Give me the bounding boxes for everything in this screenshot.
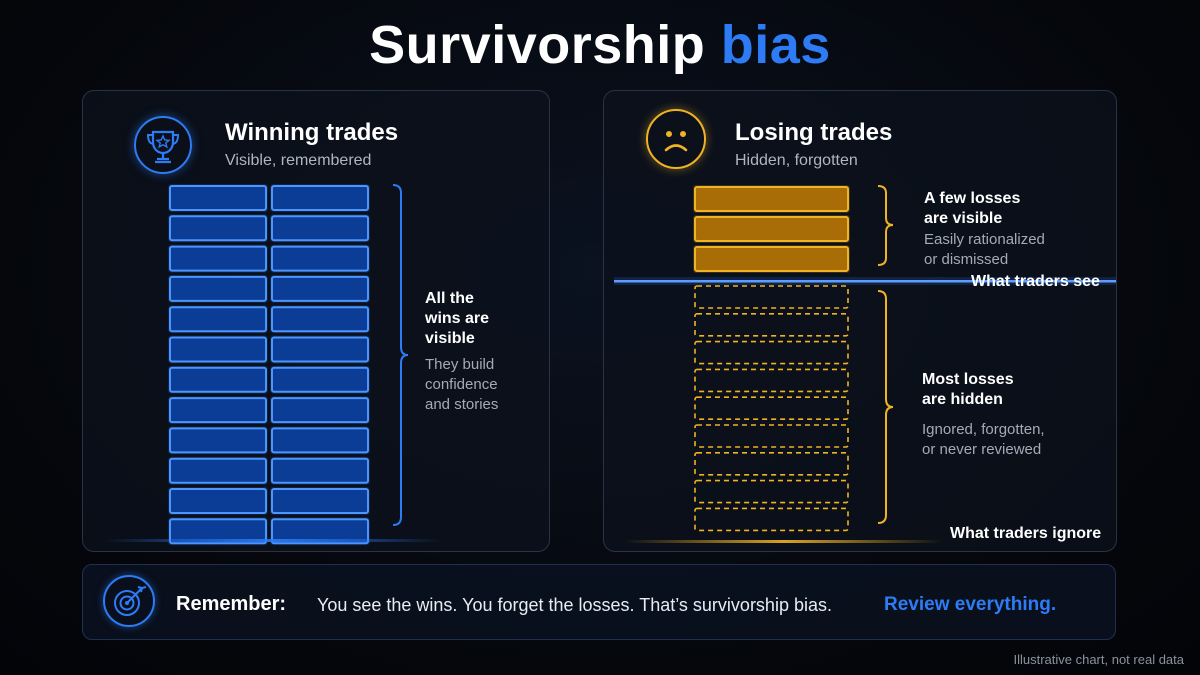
win-brick <box>169 366 267 393</box>
title-accent: bias <box>720 15 831 75</box>
visible-losses-note: A few losses are visible <box>924 190 1021 227</box>
win-brick <box>271 215 369 242</box>
win-brick <box>271 397 369 424</box>
win-brick <box>169 457 267 484</box>
visible-loss-brick <box>694 216 849 242</box>
win-brick <box>271 488 369 514</box>
what-traders-ignore-label: What traders ignore <box>950 525 1102 542</box>
winning-subtitle: Visible, remembered <box>225 152 372 169</box>
hidden-loss-brick <box>694 368 849 393</box>
hidden-loss-brick <box>694 313 849 337</box>
winning-note-main: All the wins are visible <box>425 290 490 347</box>
winning-heading: Winning trades <box>225 119 399 146</box>
win-brick <box>271 366 369 393</box>
sad-face-icon <box>646 109 706 169</box>
hidden-loss-brick <box>694 396 849 421</box>
hidden-losses-sub: Ignored, forgotten, or never reviewed <box>922 421 1045 458</box>
hidden-loss-brick <box>694 340 849 365</box>
win-brick <box>271 245 369 272</box>
win-brick <box>169 245 267 272</box>
win-brick <box>169 518 267 545</box>
winning-bricks-stack <box>103 184 443 546</box>
losing-bricks-stack <box>614 185 1116 543</box>
hidden-loss-brick <box>694 507 849 532</box>
visible-loss-brick <box>694 246 849 272</box>
losing-heading: Losing trades <box>735 119 893 146</box>
remember-text: You see the wins. You forget the losses.… <box>317 595 832 615</box>
remember-label: Remember: <box>176 593 287 615</box>
win-brick <box>271 518 369 545</box>
trophy-icon <box>134 116 192 174</box>
review-everything-cta: Review everything. <box>884 594 1057 615</box>
losing-trades-panel: Losing trades Hidden, forgotten A few lo… <box>603 90 1117 552</box>
winning-brace <box>392 184 409 526</box>
win-brick <box>169 336 267 363</box>
visible-losses-brace <box>877 185 894 266</box>
win-brick <box>169 306 267 333</box>
hidden-losses-brace <box>877 290 894 524</box>
footnote: Illustrative chart, not real data <box>1013 652 1184 667</box>
win-brick <box>169 215 267 242</box>
page-title: Survivorship bias <box>0 14 1200 76</box>
target-icon <box>103 575 155 627</box>
hidden-loss-brick <box>694 424 849 448</box>
win-brick <box>271 336 369 363</box>
win-brick <box>169 185 267 211</box>
win-brick <box>169 488 267 514</box>
win-brick <box>271 306 369 333</box>
win-brick <box>169 275 267 302</box>
visible-losses-sub: Easily rationalized or dismissed <box>924 231 1045 268</box>
hidden-loss-brick <box>694 451 849 476</box>
win-brick <box>169 427 267 454</box>
win-brick <box>271 275 369 302</box>
win-brick <box>271 185 369 211</box>
hidden-losses-note: Most losses are hidden <box>922 371 1014 408</box>
win-brick <box>271 427 369 454</box>
winning-trades-panel: Winning trades Visible, remembered All t… <box>82 90 550 552</box>
visible-loss-brick <box>694 186 849 212</box>
remember-banner: Remember: You see the wins. You forget t… <box>82 564 1116 640</box>
win-brick <box>169 397 267 424</box>
title-main: Survivorship <box>369 15 706 75</box>
what-traders-see-label: What traders see <box>971 273 1100 290</box>
winning-note-sub: They build confidence and stories <box>425 356 499 413</box>
win-brick <box>271 457 369 484</box>
losing-subtitle: Hidden, forgotten <box>735 152 858 169</box>
hidden-loss-brick <box>694 479 849 504</box>
hidden-loss-brick <box>694 285 849 309</box>
